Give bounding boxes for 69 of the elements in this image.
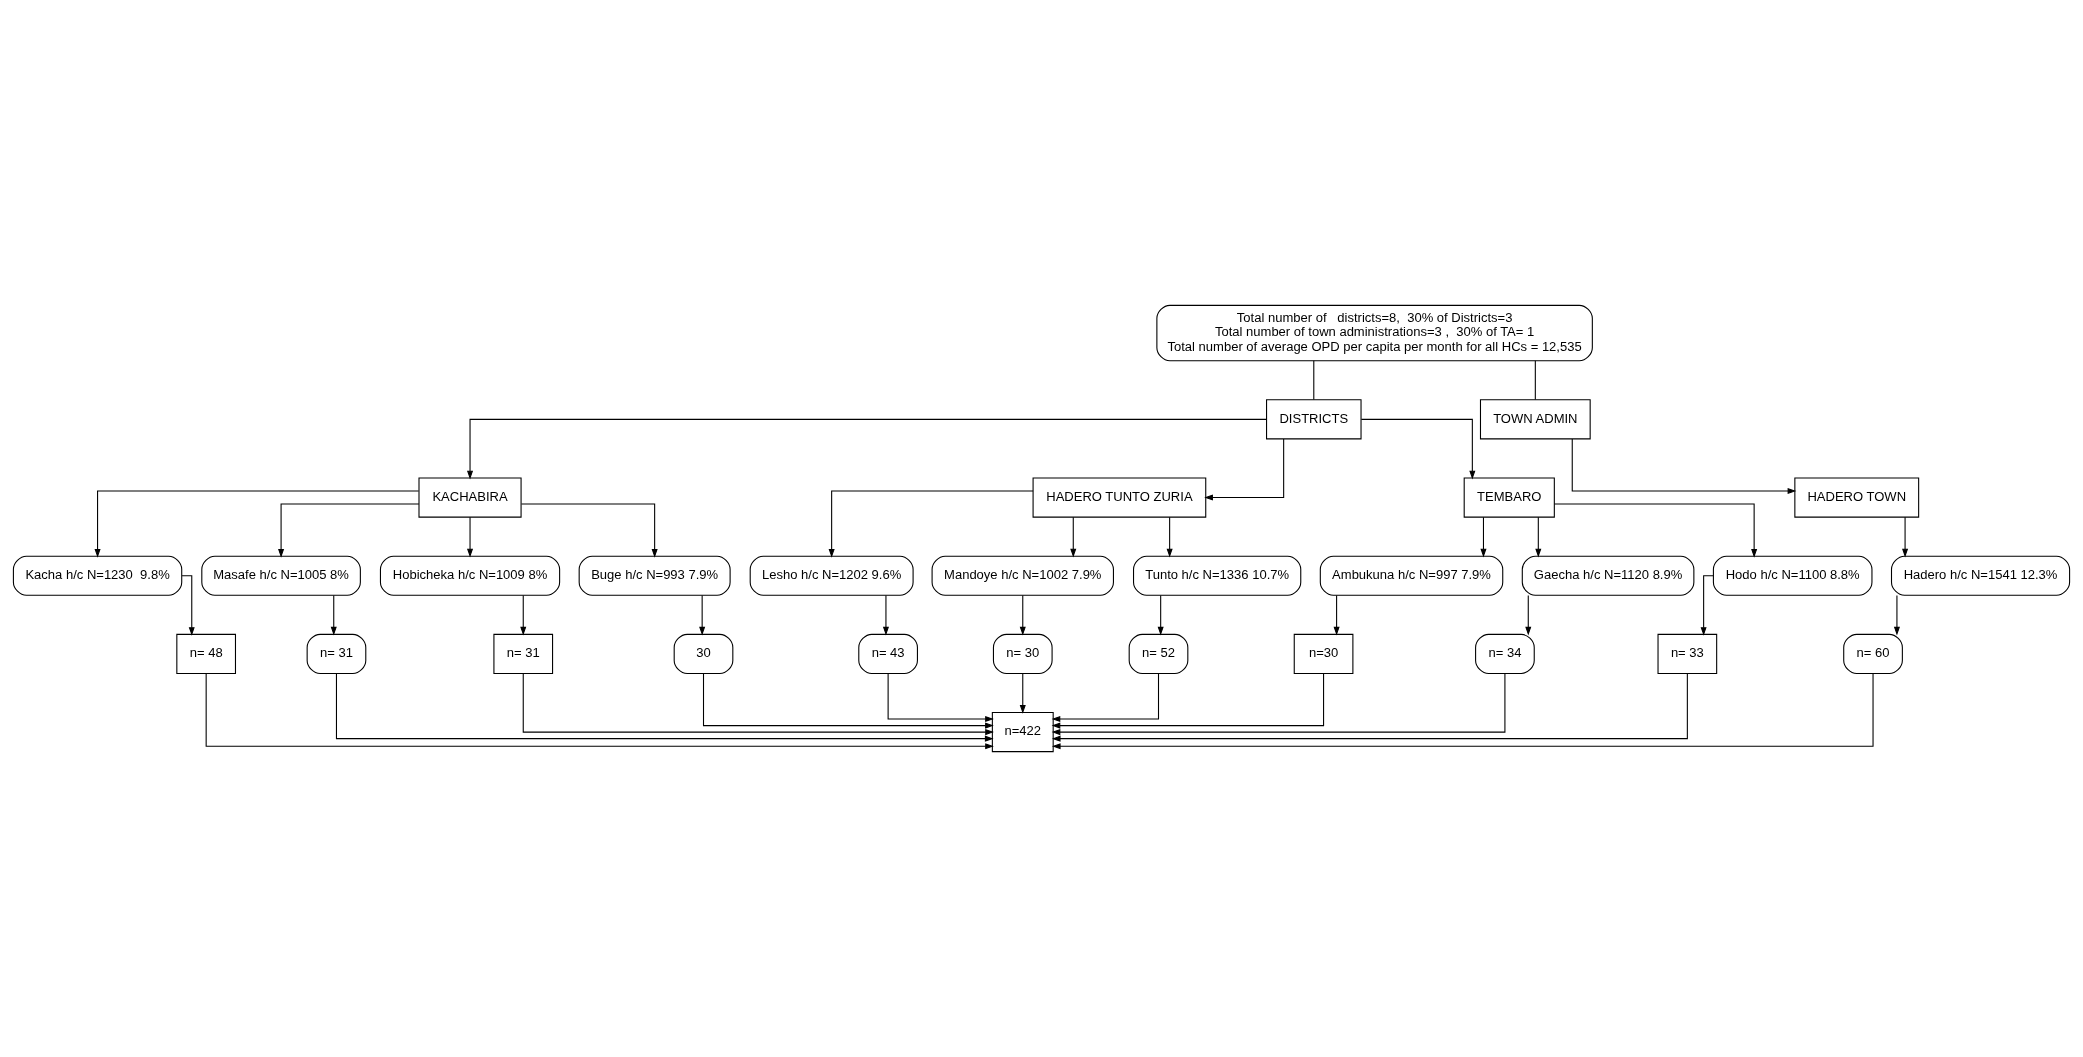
- node-box: KACHABIRA: [418, 477, 522, 518]
- node-box: Buge h/c N=993 7.9%: [578, 555, 731, 596]
- arrow: [828, 490, 1034, 558]
- arrow: [1019, 594, 1026, 636]
- node-box: n= 31: [306, 633, 367, 674]
- arrow: [1893, 594, 1900, 636]
- arrow: [1051, 673, 1506, 736]
- node-box: TOWN ADMIN: [1479, 399, 1591, 440]
- node-box: TEMBARO: [1463, 477, 1555, 518]
- arrow: [1051, 672, 1325, 729]
- node-box: Ambukuna h/c N=997 7.9%: [1319, 555, 1504, 596]
- arrow: [1166, 516, 1173, 558]
- arrow: [1051, 672, 1874, 750]
- node-box: n= 48: [176, 633, 237, 674]
- node-box: Total number of districts=8, 30% of Districts=3 Total number of town administrations=3 , 30% of TA= 1 Total number of average OPD per capita per month for all HCs = 12,535: [1156, 304, 1593, 362]
- node-box: Hadero h/c N=1541 12.3%: [1890, 555, 2071, 596]
- node-box: n=30: [1293, 633, 1354, 674]
- node-box: HADERO TUNTO ZURIA: [1032, 477, 1207, 518]
- arrow: [1700, 575, 1714, 636]
- node-box: Masafe h/c N=1005 8%: [201, 555, 361, 596]
- arrow: [1525, 594, 1532, 636]
- arrow: [1157, 594, 1164, 636]
- connector: [1534, 360, 1536, 401]
- arrow: [1571, 438, 1797, 495]
- arrow: [467, 418, 1267, 480]
- node-box: Tunto h/c N=1336 10.7%: [1133, 555, 1302, 596]
- node-box: n= 30: [992, 633, 1053, 674]
- node-box: n= 43: [858, 633, 918, 674]
- arrow: [1333, 594, 1340, 636]
- arrow: [702, 672, 994, 729]
- node-box: HADERO TOWN: [1794, 477, 1920, 518]
- node-box: n= 33: [1657, 633, 1718, 674]
- arrow: [1051, 672, 1160, 723]
- arrow: [1360, 418, 1476, 480]
- node-box: n= 52: [1128, 633, 1189, 674]
- arrow: [520, 503, 658, 558]
- node-box: n= 60: [1843, 633, 1903, 674]
- arrow: [330, 594, 337, 636]
- node-box: Lesho h/c N=1202 9.6%: [749, 555, 914, 596]
- node-box: n= 34: [1475, 633, 1535, 674]
- arrow: [1204, 438, 1285, 501]
- node-box: Gaecha h/c N=1120 8.9%: [1521, 555, 1695, 596]
- arrow: [522, 673, 994, 736]
- arrow: [887, 672, 994, 723]
- arrow: [181, 575, 195, 636]
- arrow: [1019, 673, 1026, 714]
- arrow: [467, 516, 474, 558]
- node-box: n=422: [991, 712, 1054, 753]
- node-box: Hodo h/c N=1100 8.8%: [1712, 555, 1873, 596]
- node-box: Hobicheka h/c N=1009 8%: [379, 555, 561, 596]
- arrow: [205, 672, 994, 750]
- node-box: Kacha h/c N=1230 9.8%: [12, 555, 183, 596]
- arrow: [882, 594, 889, 636]
- arrow: [1535, 516, 1542, 558]
- connector: [1313, 360, 1315, 401]
- arrow: [1902, 516, 1909, 558]
- node-box: Mandoye h/c N=1002 7.9%: [931, 555, 1114, 596]
- arrow: [94, 490, 420, 558]
- arrow: [1051, 673, 1688, 742]
- node-box: 30: [673, 633, 734, 674]
- arrow: [1553, 503, 1758, 558]
- arrow: [1480, 516, 1487, 558]
- node-box: DISTRICTS: [1266, 399, 1362, 440]
- arrow: [1070, 516, 1077, 558]
- node-box: n= 31: [493, 633, 554, 674]
- arrow: [278, 503, 420, 558]
- arrow: [699, 594, 706, 636]
- arrow: [520, 594, 527, 636]
- arrow: [335, 673, 994, 742]
